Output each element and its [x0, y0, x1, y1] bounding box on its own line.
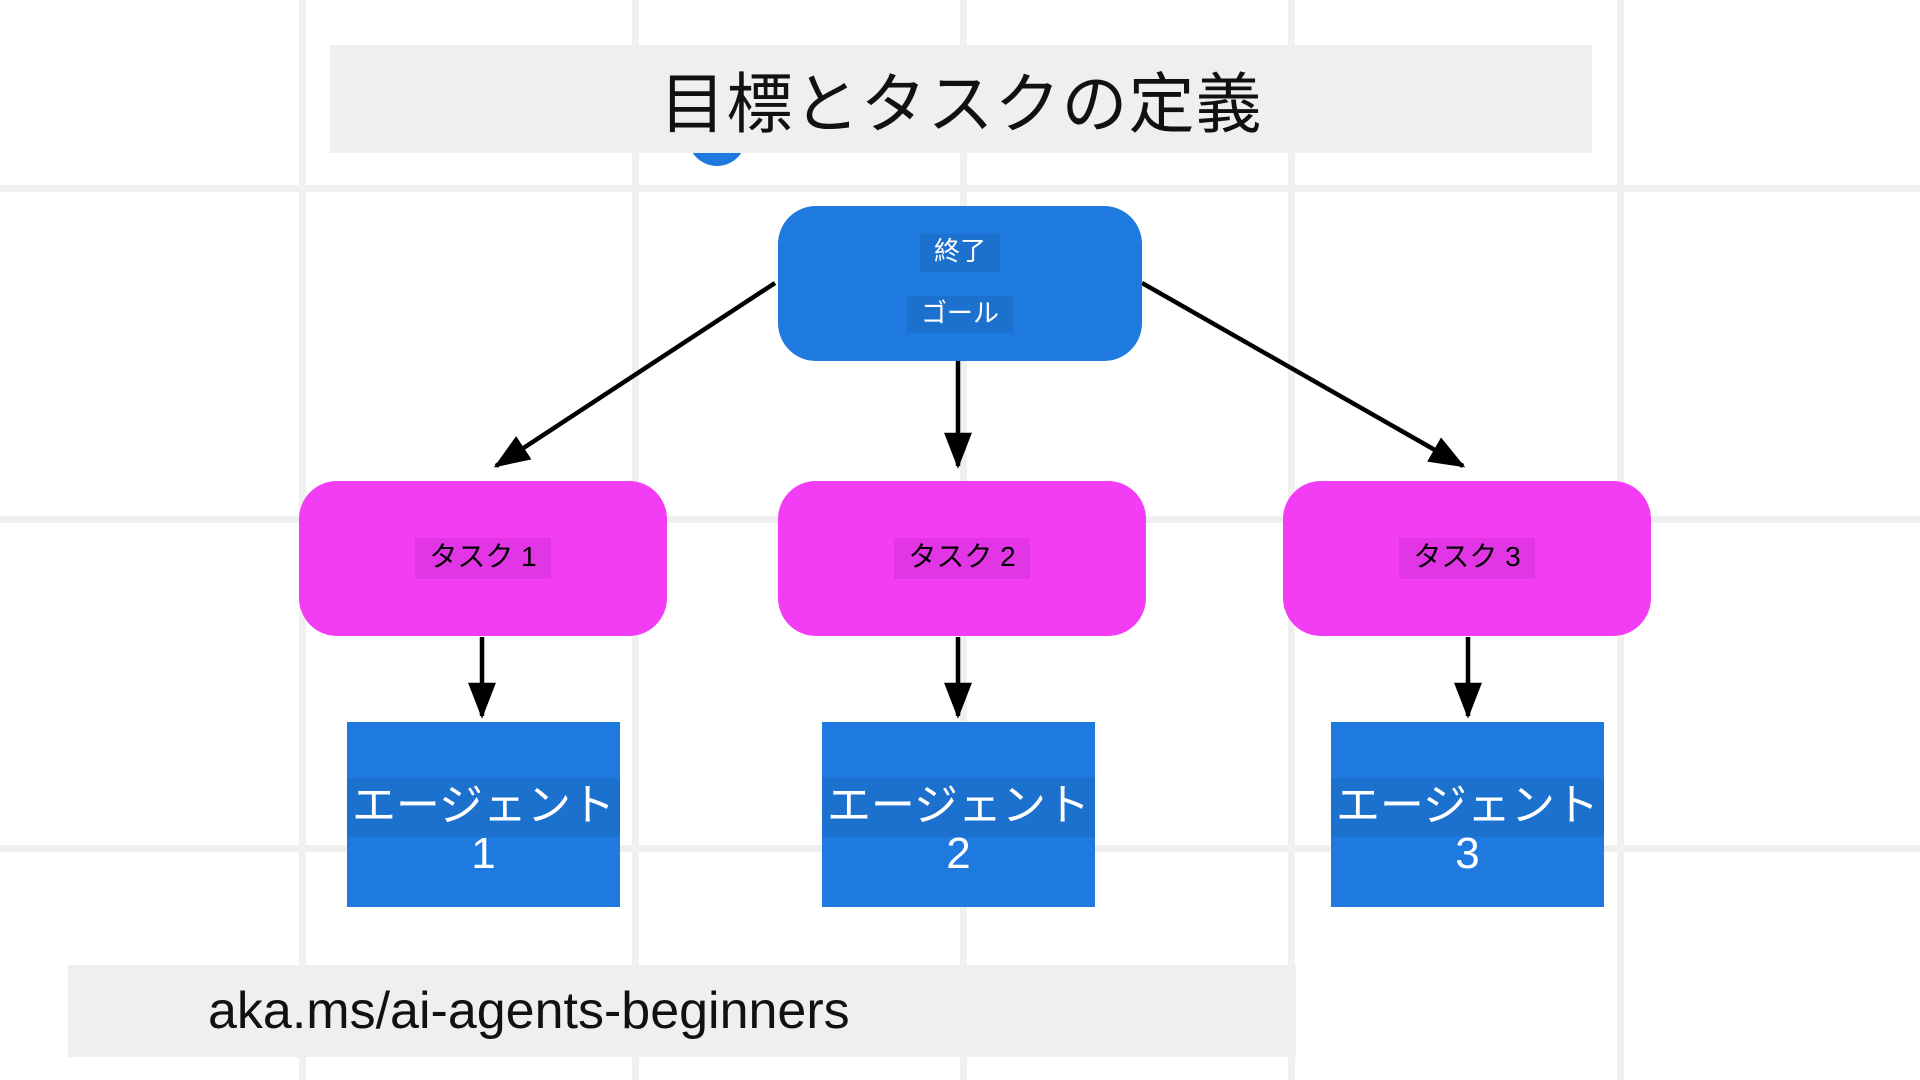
- agent-label-sub: 2: [946, 828, 971, 878]
- task-label: タスク 3: [1399, 538, 1535, 579]
- agent-text-stack: エージェント 3: [1331, 778, 1604, 877]
- agent-text-clip: エージェント 3: [1331, 722, 1604, 907]
- edge-goal-to-task-3: [1140, 281, 1466, 468]
- agent-label-sub: 1: [471, 828, 496, 878]
- agent-text-clip: エージェント 2: [822, 722, 1095, 907]
- footer-url-text[interactable]: aka.ms/ai-agents-beginners: [208, 982, 850, 1040]
- footer-banner: aka.ms/ai-agents-beginners: [68, 965, 1296, 1057]
- task-label: タスク 2: [894, 538, 1030, 579]
- goal-label-line2: ゴール: [906, 295, 1013, 334]
- goal-label-line1: 終了: [919, 233, 1000, 272]
- page-title: 目標とタスクの定義: [659, 67, 1263, 141]
- node-agent-3[interactable]: エージェント 3: [1331, 722, 1604, 907]
- grid-line-horizontal: [0, 185, 1920, 192]
- agent-label: エージェント: [1331, 778, 1604, 837]
- node-task-2[interactable]: タスク 2: [778, 481, 1146, 636]
- agent-label: エージェント: [822, 778, 1095, 837]
- node-task-3[interactable]: タスク 3: [1283, 481, 1651, 636]
- node-goal[interactable]: 終了 ゴール: [778, 206, 1142, 361]
- title-banner: 目標とタスクの定義: [330, 45, 1592, 153]
- agent-text-stack: エージェント 2: [822, 778, 1095, 877]
- node-task-1[interactable]: タスク 1: [299, 481, 667, 636]
- agent-label-sub: 3: [1455, 828, 1480, 878]
- node-agent-1[interactable]: エージェント 1: [347, 722, 620, 907]
- task-label: タスク 1: [415, 538, 551, 579]
- agent-text-stack: エージェント 1: [347, 778, 620, 877]
- agent-text-clip: エージェント 1: [347, 722, 620, 907]
- node-agent-2[interactable]: エージェント 2: [822, 722, 1095, 907]
- agent-label: エージェント: [347, 778, 620, 837]
